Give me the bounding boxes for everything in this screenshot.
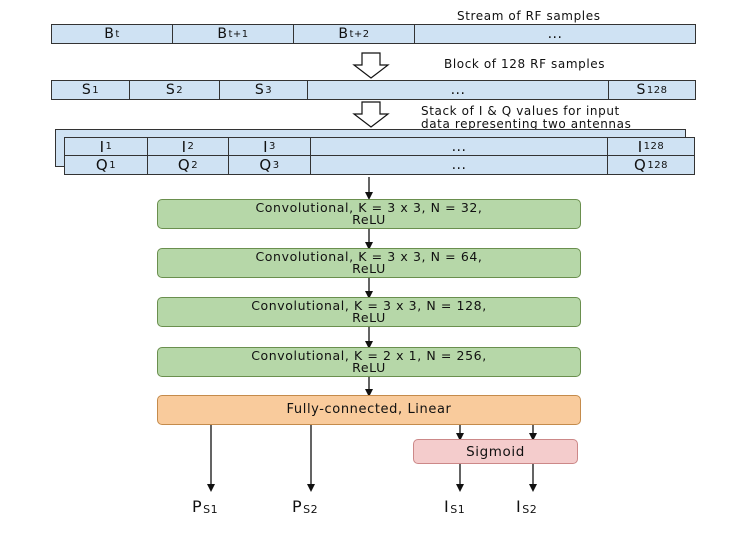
stream-caption: Stream of RF samples: [457, 9, 601, 23]
stack-caption-line-1: Stack of I & Q values for input: [421, 104, 620, 118]
output-ps2: PS2: [292, 497, 318, 516]
sigmoid-block: Sigmoid: [413, 439, 578, 464]
hollow-down-arrow-1: [352, 52, 390, 79]
block-cell-2-symbol: S: [165, 82, 176, 98]
q-cell-2-subscript: 2: [191, 159, 199, 171]
sigmoid-label: Sigmoid: [466, 443, 525, 460]
stack-caption-line-2: data representing two antennas: [421, 117, 632, 131]
q-cell-1-symbol: Q: [95, 156, 109, 174]
conv-layer-3: Convolutional, K = 3 x 3, N = 128, ReLU: [157, 297, 581, 327]
conv-layer-4: Convolutional, K = 2 x 1, N = 256, ReLU: [157, 347, 581, 377]
block-cell-1-symbol: S: [81, 82, 92, 98]
q-cell-3-subscript: 3: [272, 159, 280, 171]
conv-layer-1-line-2: ReLU: [352, 212, 386, 227]
conv-layer-3-line-2: ReLU: [352, 310, 386, 325]
block-cell-2-subscript: 2: [176, 84, 184, 96]
i-ellipsis-text: ...: [451, 138, 467, 155]
stream-cell-2-symbol: B: [217, 26, 228, 42]
block-cell-128-subscript: 128: [646, 84, 668, 96]
output-is2: IS2: [516, 497, 537, 516]
q-cell-1-subscript: 1: [109, 159, 117, 171]
conv-layer-2-line-1: Convolutional, K = 3 x 3, N = 64,: [255, 249, 483, 264]
output-is1-main: I: [444, 497, 450, 516]
stream-cell-3-symbol: B: [338, 26, 349, 42]
block-cell-1-subscript: 1: [92, 84, 100, 96]
conv-layer-2-line-2: ReLU: [352, 261, 386, 276]
q-cell-2-symbol: Q: [177, 156, 191, 174]
i-cell-128-symbol: I: [637, 137, 643, 156]
q-cell-128-symbol: Q: [634, 156, 647, 174]
i-cell-2-symbol: I: [181, 137, 187, 156]
output-ps1-main: P: [192, 497, 203, 516]
i-cell-1-symbol: I: [99, 137, 105, 156]
hollow-down-arrow-2: [352, 101, 390, 128]
stream-cell-ellipsis: ...: [414, 24, 696, 44]
stream-cell-2-subscript: t+1: [228, 28, 249, 40]
block-cell-3-subscript: 3: [265, 84, 273, 96]
fully-connected-label: Fully-connected, Linear: [286, 402, 452, 417]
conv-layer-2: Convolutional, K = 3 x 3, N = 64, ReLU: [157, 248, 581, 278]
stream-cell-3-subscript: t+2: [349, 28, 370, 40]
conv-layer-3-line-1: Convolutional, K = 3 x 3, N = 128,: [251, 298, 487, 313]
stream-cell-1-symbol: B: [104, 26, 115, 42]
output-is2-subscript: S2: [522, 503, 538, 516]
stream-cell-1-subscript: t: [115, 28, 120, 40]
block-cell-3-symbol: S: [254, 82, 265, 98]
conv-layer-4-line-1: Convolutional, K = 2 x 1, N = 256,: [251, 348, 487, 363]
fully-connected-layer: Fully-connected, Linear: [157, 395, 581, 425]
output-ps1-subscript: S1: [203, 503, 219, 516]
q-cell-ellipsis: ...: [310, 155, 608, 175]
stream-ellipsis-text: ...: [547, 26, 563, 42]
conv-layer-1: Convolutional, K = 3 x 3, N = 32, ReLU: [157, 199, 581, 229]
output-is1-subscript: S1: [450, 503, 466, 516]
output-ps1: PS1: [192, 497, 218, 516]
i-cell-2-subscript: 2: [187, 141, 195, 152]
i-cell-ellipsis: ...: [310, 137, 608, 156]
output-ps2-main: P: [292, 497, 303, 516]
output-is2-main: I: [516, 497, 522, 516]
output-ps2-subscript: S2: [303, 503, 319, 516]
q-cell-128-subscript: 128: [647, 159, 668, 171]
i-cell-3-symbol: I: [263, 137, 269, 156]
conv-layer-1-line-1: Convolutional, K = 3 x 3, N = 32,: [255, 200, 483, 215]
conv-layer-4-line-2: ReLU: [352, 360, 386, 375]
output-is1: IS1: [444, 497, 465, 516]
q-cell-3-symbol: Q: [259, 156, 272, 174]
i-cell-128-subscript: 128: [643, 141, 665, 152]
block-cell-128-symbol: S: [636, 82, 646, 98]
i-cell-3-subscript: 3: [269, 141, 276, 152]
block-caption: Block of 128 RF samples: [444, 57, 606, 71]
q-ellipsis-text: ...: [451, 157, 467, 173]
i-cell-1-subscript: 1: [105, 141, 113, 152]
block-ellipsis-text: ...: [450, 82, 466, 98]
block-cell-ellipsis: ...: [307, 80, 609, 100]
